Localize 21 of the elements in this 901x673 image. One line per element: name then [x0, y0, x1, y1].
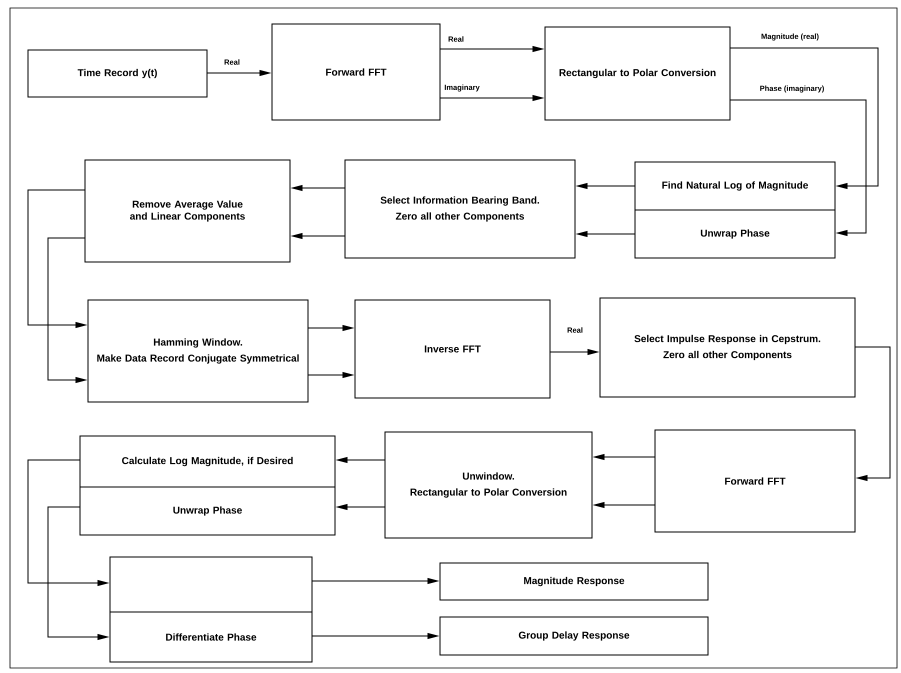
process-box: Unwindow. Rectangular to Polar Conversion: [384, 432, 592, 538]
process-box: Select Information Bearing Band. Zero all other Components: [344, 160, 576, 258]
process-box: Group Delay Response: [440, 616, 708, 656]
arrow: [730, 48, 878, 190]
process-box: Remove Average Value and Linear Components: [84, 160, 290, 262]
process-box: Unwrap Phase: [634, 210, 836, 258]
process-box: Rectangular to Polar Conversion: [544, 26, 730, 120]
process-box: Forward FFT: [272, 24, 440, 120]
process-box: Select Impulse Response in Cepstrum. Zero all other Components: [600, 298, 856, 398]
process-box: Calculate Log Magnitude, if Desired: [80, 436, 336, 488]
process-box: Find Natural Log of Magnitude: [634, 162, 836, 210]
process-box: Differentiate Phase: [110, 612, 312, 662]
process-box: Forward FFT: [654, 430, 856, 532]
process-box: Unwrap Phase: [80, 486, 336, 536]
process-box: Inverse FFT: [354, 300, 550, 398]
arrow: [730, 100, 866, 236]
process-box: Time Record y(t): [28, 50, 208, 98]
empty-box: [110, 556, 312, 612]
arrow: [855, 346, 890, 482]
process-box: Hamming Window. Make Data Record Conjugate Symmetrical: [88, 300, 308, 402]
process-box: Magnitude Response: [440, 562, 708, 600]
